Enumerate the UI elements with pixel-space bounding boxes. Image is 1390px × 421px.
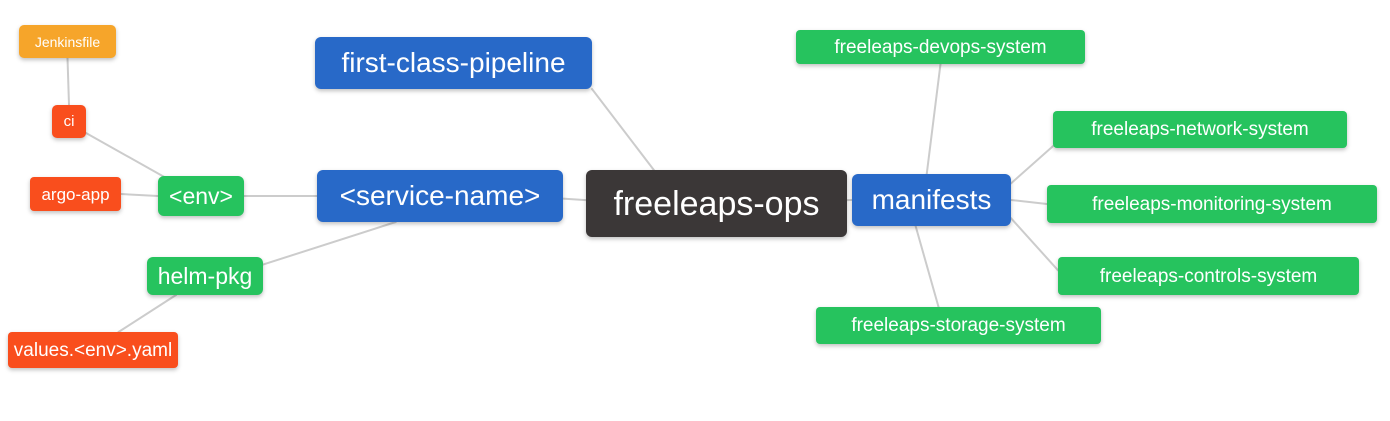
mindmap-node-values-env-yaml[interactable]: values.<env>.yaml	[8, 332, 178, 368]
mindmap-node-helm-pkg[interactable]: helm-pkg	[147, 257, 263, 295]
edge-manifests-to-freeleaps-storage-system	[914, 225, 940, 308]
mindmap-node-service-name[interactable]: <service-name>	[317, 170, 563, 222]
mindmap-node-freeleaps-storage-system[interactable]: freeleaps-storage-system	[816, 307, 1101, 344]
mindmap-node-freeleaps-monitoring-system[interactable]: freeleaps-monitoring-system	[1047, 185, 1377, 223]
mindmap-node-freeleaps-controls-system[interactable]: freeleaps-controls-system	[1058, 257, 1359, 295]
mindmap-node-first-class-pipeline[interactable]: first-class-pipeline	[315, 37, 592, 89]
edge-freeleaps-devops-system-to-manifests	[925, 63, 942, 175]
mindmap-node-ci[interactable]: ci	[52, 105, 86, 138]
edge-first-class-pipeline-to-freeleaps-ops	[591, 88, 655, 171]
edge-argo-app-to-env	[120, 193, 159, 197]
edge-service-name-to-freeleaps-ops	[562, 197, 587, 202]
mindmap-node-env[interactable]: <env>	[158, 176, 244, 216]
mindmap-node-jenkinsfile[interactable]: Jenkinsfile	[19, 25, 116, 58]
mindmap-node-freeleaps-ops[interactable]: freeleaps-ops	[586, 170, 847, 237]
edge-jenkinsfile-to-ci	[66, 57, 70, 106]
mindmap-node-argo-app[interactable]: argo-app	[30, 177, 121, 211]
mindmap-node-manifests[interactable]: manifests	[852, 174, 1011, 226]
edge-manifests-to-freeleaps-monitoring-system	[1010, 199, 1048, 205]
edge-service-name-to-helm-pkg	[262, 221, 397, 266]
edge-helm-pkg-to-values-env-yaml	[117, 294, 177, 333]
mindmap-node-freeleaps-network-system[interactable]: freeleaps-network-system	[1053, 111, 1347, 148]
edge-manifests-to-freeleaps-controls-system	[1010, 217, 1059, 272]
edge-ci-to-env	[85, 132, 170, 181]
mindmap-node-freeleaps-devops-system[interactable]: freeleaps-devops-system	[796, 30, 1085, 64]
edge-manifests-to-freeleaps-network-system	[1010, 145, 1054, 185]
